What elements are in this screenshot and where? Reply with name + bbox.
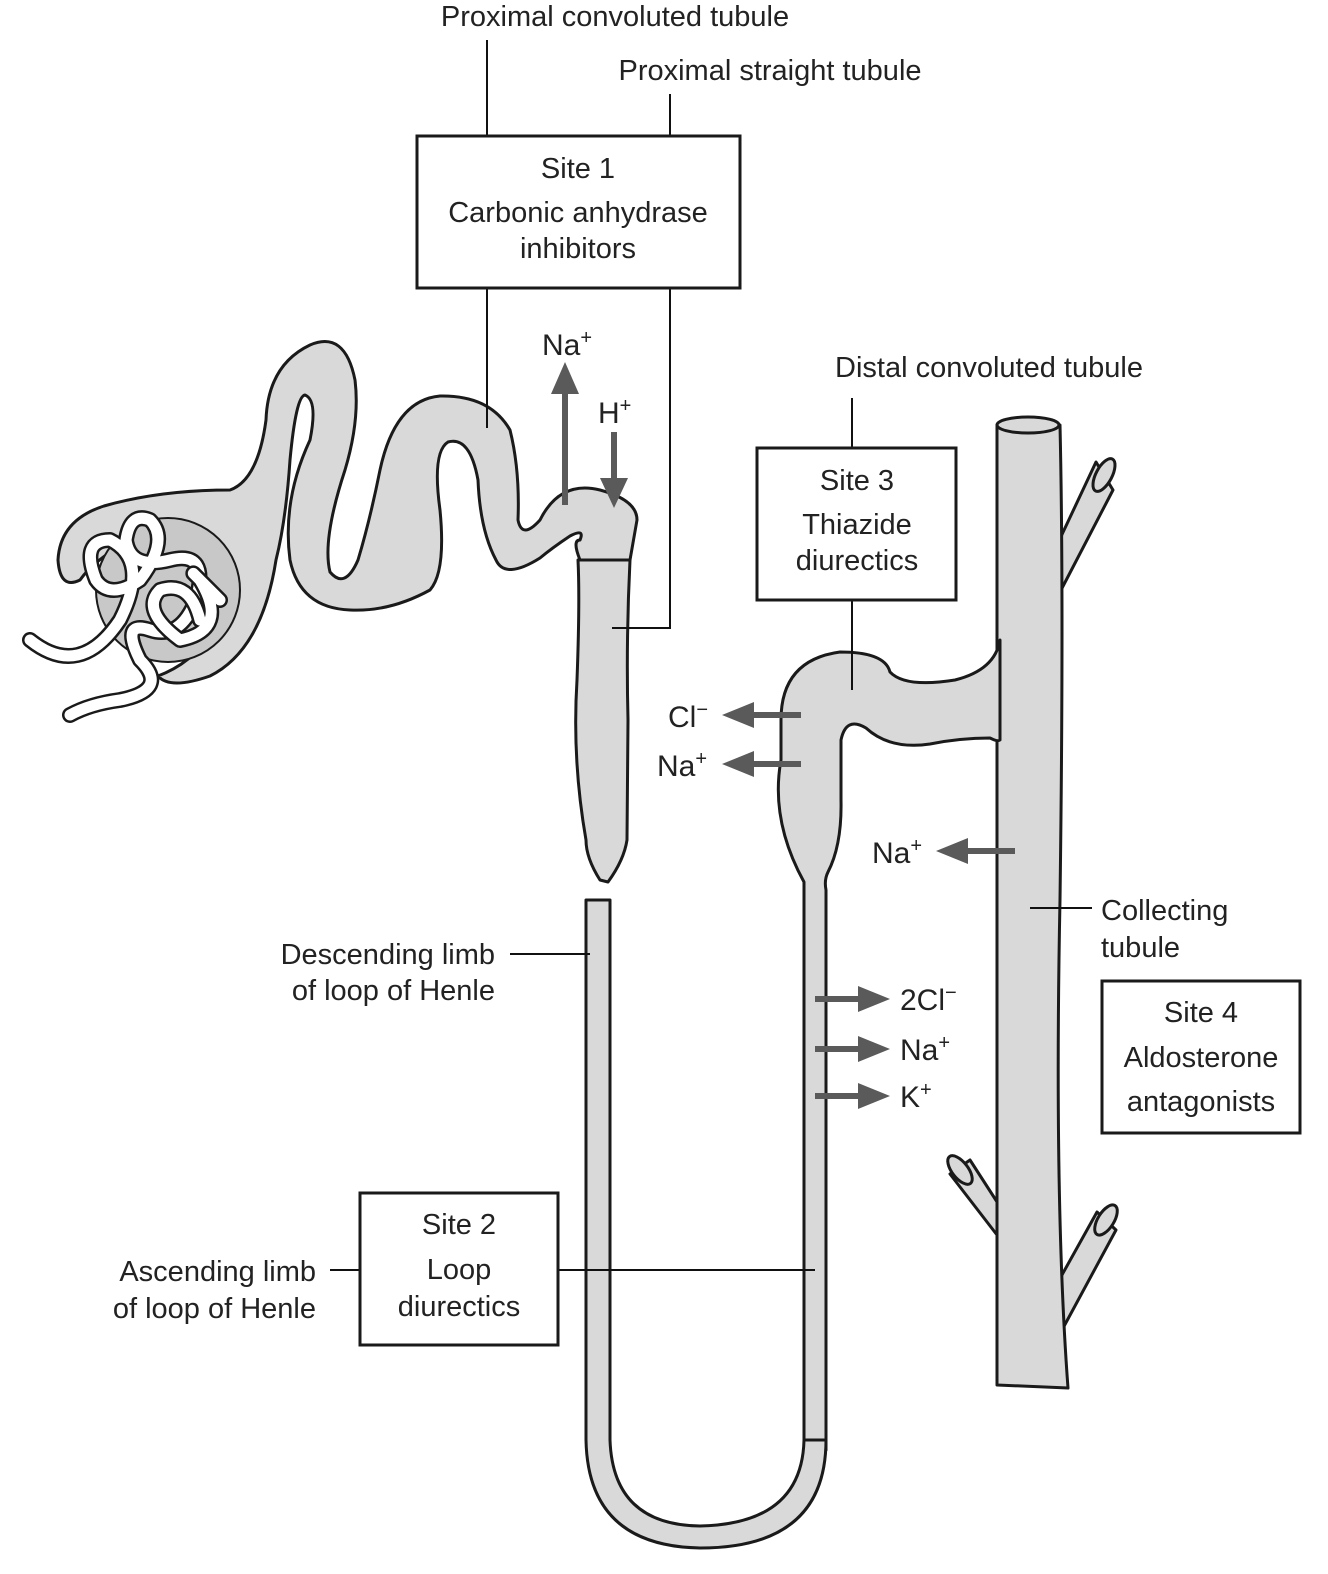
site-4-box: Site 4 Aldosterone antagonists xyxy=(1100,979,1302,1135)
site-3-line2: diurectics xyxy=(796,545,919,577)
ion-2cl-site2: 2Cl− xyxy=(900,982,957,1017)
label-ascending-1: Ascending limb xyxy=(119,1256,316,1288)
label-descending-1: Descending limb xyxy=(281,939,495,971)
label-ascending-2: of loop of Henle xyxy=(113,1293,316,1325)
leader-lines xyxy=(330,40,1092,1271)
label-collecting-2: tubule xyxy=(1101,932,1180,964)
site-1-line2: inhibitors xyxy=(520,233,636,265)
site-2-line2: diurectics xyxy=(398,1291,521,1323)
ion-na-site4: Na+ xyxy=(872,835,922,870)
ion-arrows xyxy=(551,362,1015,1109)
site-3-line1: Thiazide xyxy=(802,509,912,541)
site-3-title: Site 3 xyxy=(820,465,894,497)
label-collecting-1: Collecting xyxy=(1101,895,1228,927)
site-4-line2: antagonists xyxy=(1127,1086,1275,1118)
site-1-line1: Carbonic anhydrase xyxy=(448,197,708,229)
label-descending-2: of loop of Henle xyxy=(292,975,495,1007)
glomerulus xyxy=(22,510,228,723)
site-4-title: Site 4 xyxy=(1164,997,1238,1029)
site-2-line1: Loop xyxy=(427,1254,492,1286)
site-2-box: Site 2 Loop diurectics xyxy=(358,1191,560,1347)
structure-labels: Proximal convoluted tubule Proximal stra… xyxy=(113,1,1229,1325)
site-2-title: Site 2 xyxy=(422,1209,496,1241)
ascending-and-distal-tubule xyxy=(574,558,1002,1550)
label-distal-convoluted: Distal convoluted tubule xyxy=(835,352,1143,384)
ion-na-site2: Na+ xyxy=(900,1032,950,1067)
ion-na-site3: Na+ xyxy=(657,748,707,783)
ion-labels: Na+ H+ Cl− Na+ Na+ 2Cl− Na+ K+ xyxy=(542,327,957,1114)
site-4-line1: Aldosterone xyxy=(1124,1042,1279,1074)
ion-h-site1: H+ xyxy=(598,395,631,430)
site-1-title: Site 1 xyxy=(541,153,615,185)
ion-na-site1: Na+ xyxy=(542,327,592,362)
ion-k-site2: K+ xyxy=(900,1079,932,1114)
label-proximal-straight: Proximal straight tubule xyxy=(618,55,921,87)
ion-cl-site3: Cl− xyxy=(668,699,708,734)
site-1-box: Site 1 Carbonic anhydrase inhibitors xyxy=(415,134,742,290)
label-proximal-convoluted: Proximal convoluted tubule xyxy=(441,1,789,33)
collecting-duct xyxy=(946,415,1119,1390)
site-3-box: Site 3 Thiazide diurectics xyxy=(755,446,958,602)
